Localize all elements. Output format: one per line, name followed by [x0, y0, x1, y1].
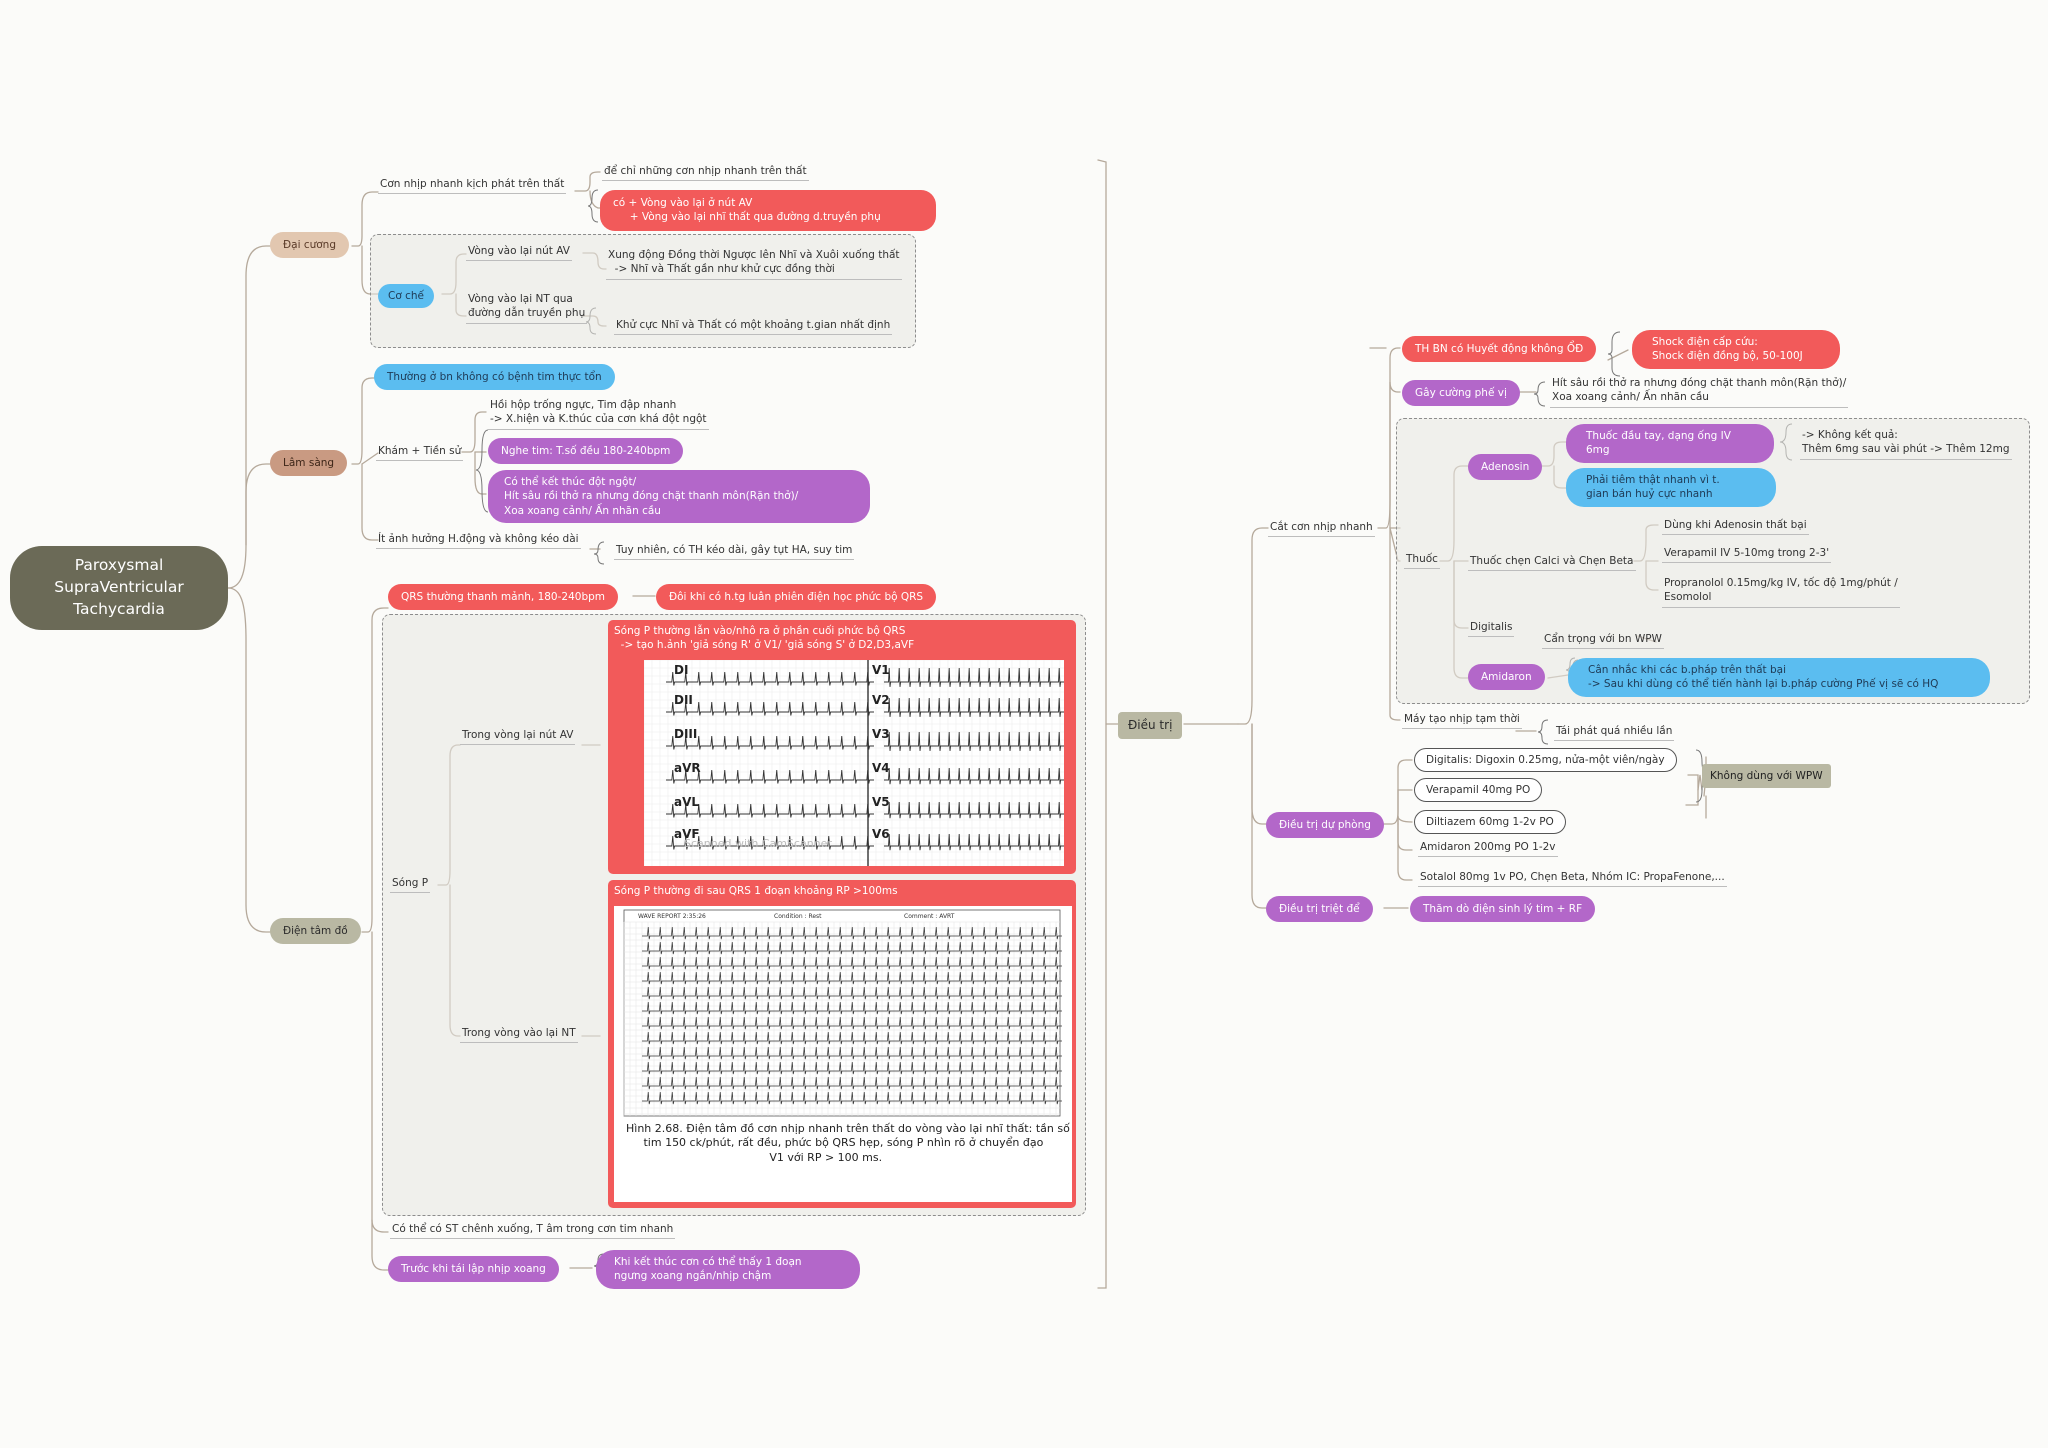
lead-label: DII: [674, 693, 693, 707]
lead-label: aVF: [674, 827, 700, 841]
node-dieu-tri-triet-de[interactable]: Điều trị triệt để: [1266, 896, 1373, 923]
node-qrs-thanh-manh[interactable]: QRS thường thanh mảnh, 180-240bpm: [388, 584, 619, 611]
node-thuong-o-bn[interactable]: Thường ở bn không có bệnh tim thực tổn: [374, 364, 615, 391]
lead-label: aVL: [674, 795, 699, 809]
node-xung-dong[interactable]: Xung động Đồng thời Ngược lên Nhĩ và Xuô…: [606, 248, 902, 280]
lead-label: V6: [872, 827, 890, 841]
node-st-chenh[interactable]: Có thể có ST chênh xuống, T âm trong cơn…: [390, 1222, 676, 1240]
ecg-card-av[interactable]: Sóng P thường lẫn vào/nhô ra ở phần cuối…: [608, 620, 1076, 874]
ecg-card-nt[interactable]: Sóng P thường đi sau QRS 1 đoạn khoảng R…: [608, 880, 1076, 1208]
node-song-p[interactable]: Sóng P: [390, 876, 431, 894]
node-truoc-khi-tai-lap[interactable]: Trước khi tái lập nhịp xoang: [388, 1256, 559, 1283]
node-verapamil-po[interactable]: Verapamil 40mg PO: [1414, 778, 1543, 803]
node-digitalis[interactable]: Digitalis: [1468, 620, 1515, 638]
node-propranolol[interactable]: Propranolol 0.15mg/kg IV, tốc độ 1mg/phú…: [1662, 576, 1900, 608]
node-hit-sau[interactable]: Hít sâu rồi thở ra nhưng đóng chặt thanh…: [1550, 376, 1849, 408]
node-tuy-nhien[interactable]: Tuy nhiên, có TH kéo dài, gây tụt HA, su…: [614, 543, 855, 561]
lead-label: V5: [872, 795, 890, 809]
topic-lam-sang[interactable]: Lâm sàng: [270, 450, 348, 477]
node-co-the-ket-thuc[interactable]: Có thể kết thúc đột ngột/ Hít sâu rồi th…: [488, 470, 870, 524]
topic-dien-tam-do[interactable]: Điện tâm đồ: [270, 918, 361, 945]
node-khu-cuc[interactable]: Khử cực Nhĩ và Thất có một khoảng t.gian…: [614, 318, 893, 336]
ecg-figure-caption: Hình 2.68. Điện tâm đồ cơn nhịp nhanh tr…: [626, 1122, 1070, 1164]
root-topic[interactable]: Paroxysmal SupraVentricular Tachycardia: [10, 546, 228, 630]
lead-label: DIII: [674, 727, 697, 741]
node-verapamil-iv[interactable]: Verapamil IV 5-10mg trong 2-3': [1662, 546, 1832, 564]
node-vong-vao-lai[interactable]: có + Vòng vào lại ở nút AV + Vòng vào lạ…: [600, 190, 936, 231]
topic-dieu-tri[interactable]: Điều trị: [1118, 712, 1183, 739]
node-shock[interactable]: Shock điện cấp cứu: Shock điện đồng bộ, …: [1632, 330, 1840, 369]
ecg-trace-nt: WAVE REPORT 2:35:26 Condition : Rest Com…: [623, 909, 1062, 1117]
node-co-che[interactable]: Cơ chế: [378, 284, 434, 309]
node-vong-vao-lai-nt[interactable]: Vòng vào lại NT qua đường dẫn truyền phụ: [466, 292, 588, 324]
node-tham-do[interactable]: Thăm dò điện sinh lý tim + RF: [1410, 896, 1596, 923]
node-kham-tien-su[interactable]: Khám + Tiền sử: [376, 444, 464, 462]
node-khi-ket-thuc[interactable]: Khi kết thúc cơn có thể thấy 1 đoạn ngưn…: [596, 1250, 860, 1289]
node-gay-cuong[interactable]: Gây cường phế vị: [1402, 380, 1520, 407]
node-trong-vong-av[interactable]: Trong vòng lại nút AV: [460, 728, 576, 746]
node-khong-ket-qua[interactable]: -> Không kết quả: Thêm 6mg sau vài phút …: [1800, 428, 2012, 460]
node-it-anh-huong[interactable]: Ít ảnh hưởng H.động và không kéo dài: [376, 532, 581, 550]
node-amidaron-po[interactable]: Amidaron 200mg PO 1-2v: [1418, 840, 1558, 858]
node-sotalol[interactable]: Sotalol 80mg 1v PO, Chẹn Beta, Nhóm IC: …: [1418, 870, 1727, 888]
node-vong-vao-lai-nut-av[interactable]: Vòng vào lại nút AV: [466, 244, 572, 262]
report-header-2: Condition : Rest: [774, 913, 822, 920]
node-thuoc-chen[interactable]: Thuốc chẹn Calci và Chẹn Beta: [1468, 554, 1636, 572]
co-che-group: [370, 234, 916, 348]
node-diltiazem[interactable]: Diltiazem 60mg 1-2v PO: [1414, 810, 1566, 835]
node-adenosin[interactable]: Adenosin: [1468, 454, 1543, 481]
node-can-trong[interactable]: Cẩn trọng với bn WPW: [1542, 632, 1664, 650]
node-cat-con[interactable]: Cắt cơn nhịp nhanh: [1268, 520, 1375, 538]
ecg-card-av-caption: Sóng P thường lẫn vào/nhô ra ở phần cuối…: [614, 625, 915, 652]
node-nghe-tim[interactable]: Nghe tim: T.số đều 180-240bpm: [488, 438, 684, 465]
node-phai-tiem[interactable]: Phải tiêm thật nhanh vì t. gian bán huỷ …: [1566, 468, 1776, 507]
lead-label: V4: [872, 761, 890, 775]
node-tai-phat[interactable]: Tái phát quá nhiều lần: [1554, 724, 1675, 742]
camscanner-watermark: Scanned with CamScanner: [684, 837, 832, 850]
node-dieu-tri-du-phong[interactable]: Điều trị dự phòng: [1266, 812, 1384, 839]
node-trong-vong-nt[interactable]: Trong vòng vào lại NT: [460, 1026, 578, 1044]
node-can-nhac[interactable]: Cân nhắc khi các b.pháp trên thất bại ->…: [1568, 658, 1990, 697]
lead-label: V1: [872, 663, 890, 677]
ecg-card-nt-caption: Sóng P thường đi sau QRS 1 đoạn khoảng R…: [614, 885, 898, 897]
topic-dai-cuong[interactable]: Đại cương: [270, 232, 349, 259]
report-header-1: WAVE REPORT 2:35:26: [638, 913, 706, 920]
lead-label: V2: [872, 693, 890, 707]
node-th-bn[interactable]: TH BN có Huyết động không ỔĐ: [1402, 336, 1597, 363]
node-may-tao-nhip[interactable]: Máy tạo nhịp tạm thời: [1402, 712, 1522, 730]
lead-label: V3: [872, 727, 890, 741]
lead-label: aVR: [674, 761, 701, 775]
ecg-image-nt: WAVE REPORT 2:35:26 Condition : Rest Com…: [614, 906, 1072, 1202]
lead-label: DI: [674, 663, 688, 677]
node-dung-khi[interactable]: Dùng khi Adenosin thất bại: [1662, 518, 1809, 536]
node-con-nhip-nhanh[interactable]: Cơn nhịp nhanh kịch phát trên thất: [378, 177, 567, 195]
node-chi-nhung[interactable]: để chỉ những cơn nhịp nhanh trên thất: [602, 164, 809, 182]
node-thuoc[interactable]: Thuốc: [1404, 552, 1440, 570]
node-thuoc-dau-tay[interactable]: Thuốc đầu tay, dạng ống IV 6mg: [1566, 424, 1774, 463]
node-khong-dung-wpw[interactable]: Không dùng với WPW: [1702, 764, 1831, 789]
report-header-3: Comment : AVRT: [904, 913, 955, 920]
node-doi-khi[interactable]: Đôi khi có h.tg luân phiên điện học phức…: [656, 584, 937, 611]
node-digoxin[interactable]: Digitalis: Digoxin 0.25mg, nửa-một viên/…: [1414, 748, 1677, 773]
node-amidaron[interactable]: Amidaron: [1468, 664, 1545, 691]
node-hoi-hop[interactable]: Hồi hộp trống ngực, Tim đập nhanh -> X.h…: [488, 398, 709, 430]
